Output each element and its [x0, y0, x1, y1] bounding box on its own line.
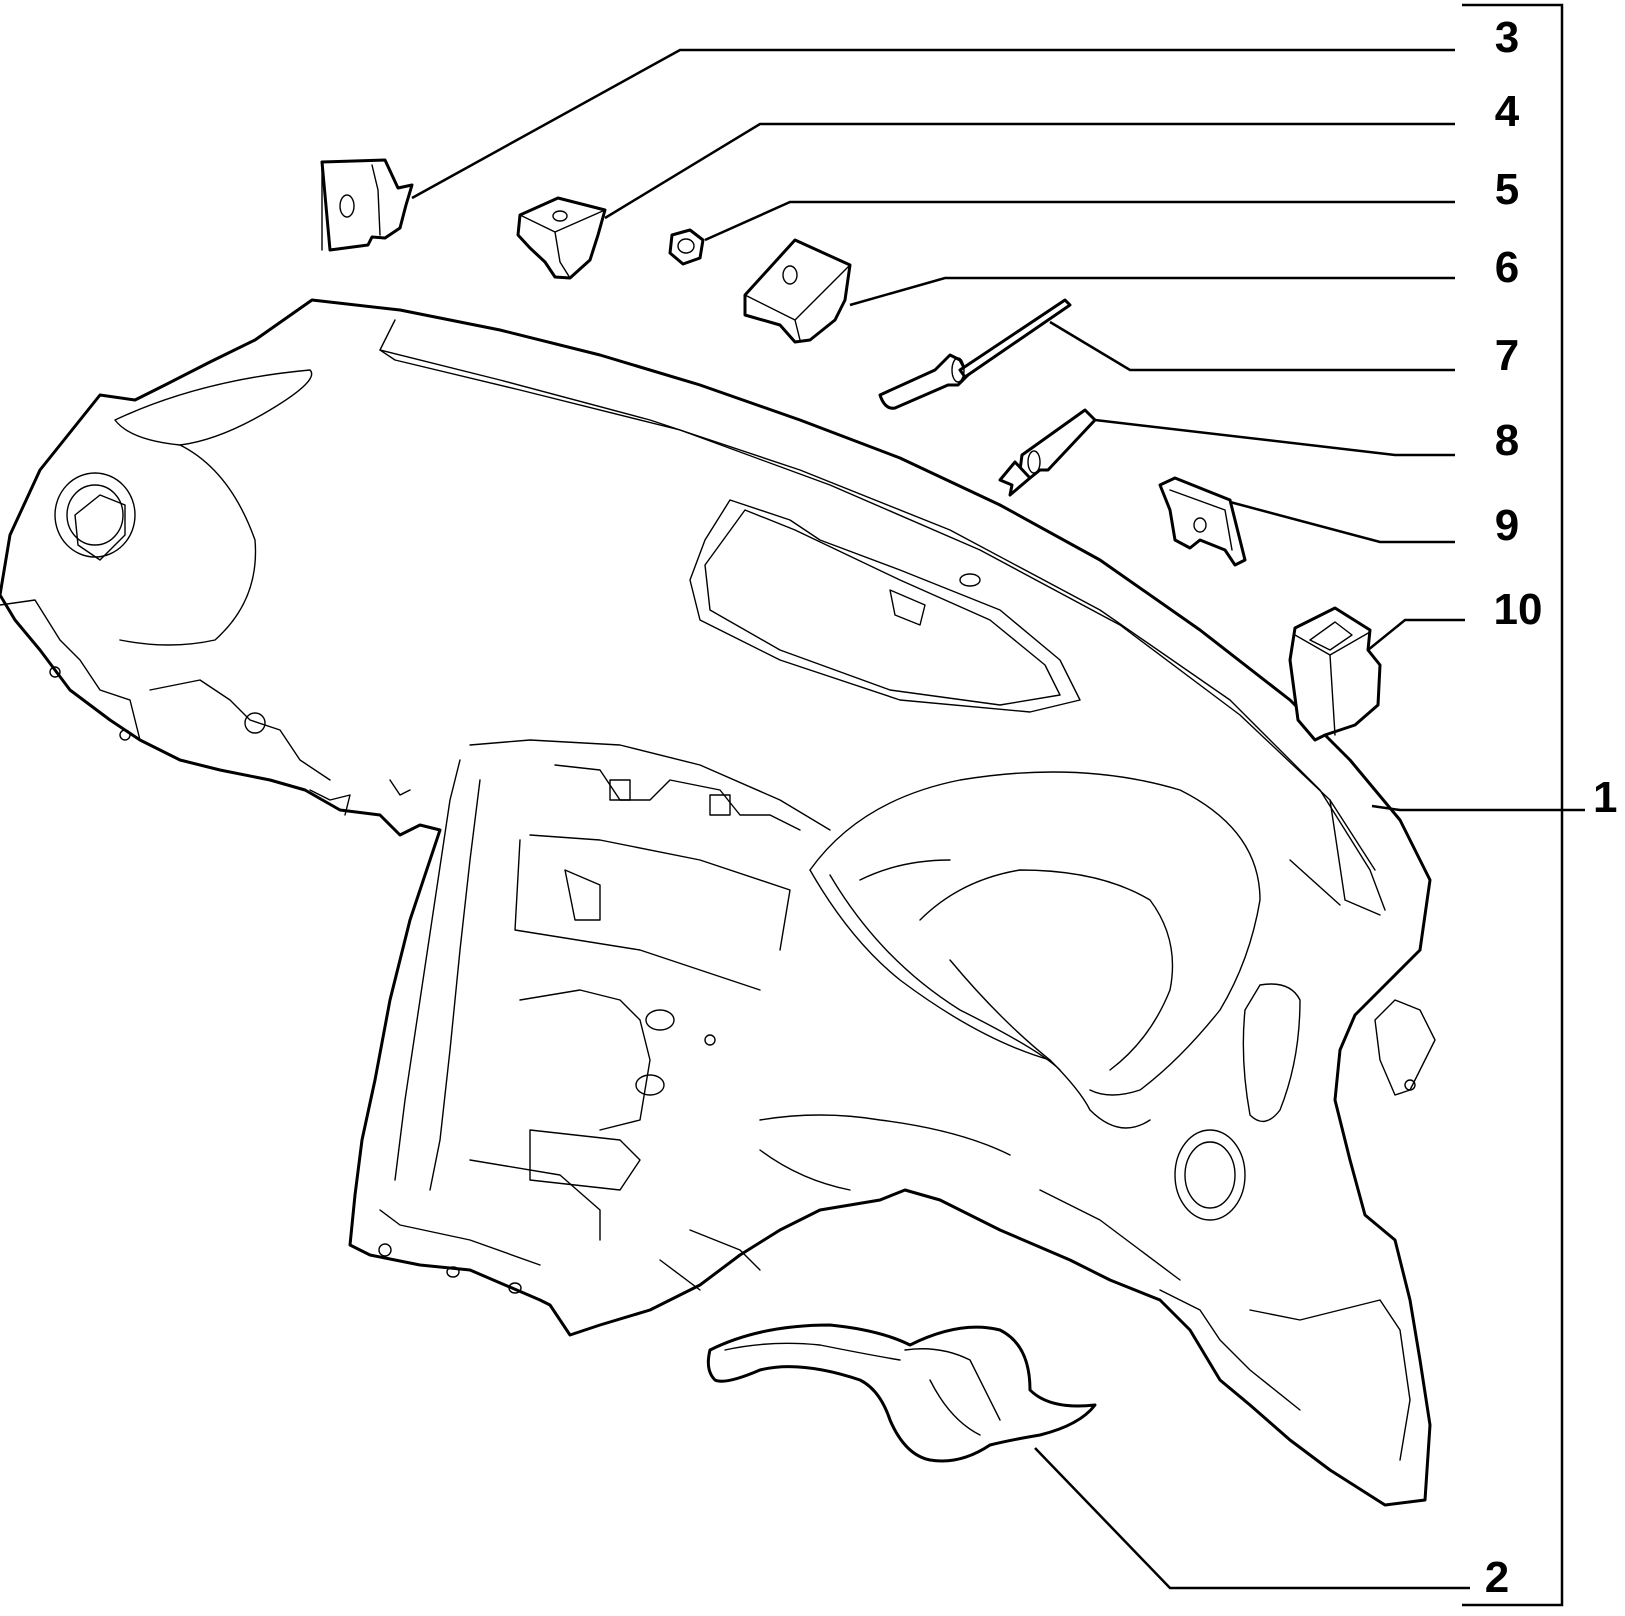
leader-10	[1367, 618, 1465, 651]
leader-5	[704, 200, 1455, 242]
cap	[1288, 606, 1382, 742]
callout-5: 5	[1495, 165, 1519, 214]
leader-2	[1034, 1447, 1470, 1590]
leader-7	[1049, 320, 1455, 372]
callout-1: 1	[1593, 773, 1617, 822]
callout-10: 10	[1494, 585, 1543, 634]
leader-4	[604, 122, 1455, 220]
leader-1	[1371, 804, 1585, 812]
callout-4: 4	[1495, 87, 1520, 136]
callout-6: 6	[1495, 243, 1519, 292]
leader-8	[1094, 418, 1455, 457]
callout-9: 9	[1495, 501, 1519, 550]
group-bracket	[1462, 3, 1564, 1607]
callout-7: 7	[1495, 331, 1519, 380]
clip-c	[743, 238, 852, 344]
clip-b	[516, 196, 607, 280]
leader-3	[411, 48, 1455, 200]
dashboard-body	[0, 298, 1436, 1507]
rivet-short	[998, 408, 1097, 497]
callout-labels: 1 2 3 4 5 6 7 8 9 10	[1485, 13, 1618, 1602]
leader-lines	[411, 48, 1585, 1590]
rivet-long	[878, 298, 1072, 410]
duct	[706, 1323, 1097, 1463]
nut	[668, 228, 705, 266]
callout-8: 8	[1495, 416, 1519, 465]
callout-2: 2	[1485, 1553, 1509, 1602]
clip-d	[1158, 476, 1247, 567]
callout-3: 3	[1495, 13, 1519, 62]
leader-9	[1229, 500, 1455, 544]
leader-6	[849, 276, 1455, 307]
clip-a	[320, 158, 414, 252]
